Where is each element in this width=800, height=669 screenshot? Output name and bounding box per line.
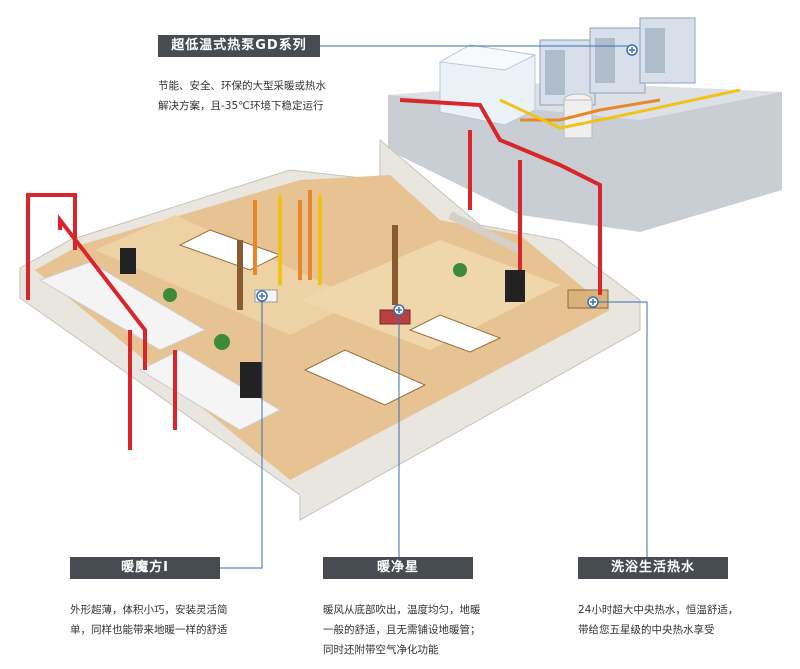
tv [240, 362, 262, 398]
top-product-title: 超低温式热泵GD系列 [158, 35, 320, 57]
hot-pipe [26, 193, 77, 300]
product-desc-3: 24小时超大中央热水，恒温舒适， 带给您五星级的中央热水享受 [578, 600, 738, 640]
callout-marker [626, 44, 638, 56]
plant [214, 334, 230, 350]
desc-line: 同时还附带空气净化功能 [323, 644, 439, 656]
pipe-yellow [499, 88, 741, 130]
hot-pipe [399, 98, 602, 295]
bathroom-left [38, 261, 207, 351]
product-desc-1: 外形超薄，体积小巧，安装灵活简 单，同样也能带来地暖一样的舒适 [70, 600, 228, 640]
tv [505, 270, 525, 302]
heat-pump-units [539, 17, 696, 106]
product-desc-2: 暖风从底部吹出，温度均匀，地暖 一般的舒适，且无需铺设地暖管； 同时还附带空气净… [323, 600, 481, 660]
plant [163, 288, 177, 302]
right-room-floor [300, 240, 560, 350]
callout-marker [256, 290, 268, 302]
partition-wall [448, 211, 522, 254]
callout-line-1 [220, 296, 263, 569]
product-title-1: 暖魔方I [70, 557, 220, 579]
desc-line: 一般的舒适，且无需铺设地暖管； [323, 624, 481, 636]
hot-pipe [58, 214, 147, 370]
product-title-3: 洗浴生活热水 [578, 557, 728, 579]
callout-marker [393, 304, 405, 316]
water-tank-top [438, 44, 537, 71]
desc-line: 外形超薄，体积小巧，安装灵活简 [70, 604, 228, 616]
desc-line: 暖风从底部吹出，温度均匀，地暖 [323, 604, 481, 616]
desc-line: 单，同样也能带来地暖一样的舒适 [70, 624, 228, 636]
desc-line: 带给您五星级的中央热水享受 [578, 624, 715, 636]
bed-right [408, 314, 502, 353]
desc-line: 节能、安全、环保的大型采暖或热水 [158, 80, 326, 92]
plant [453, 263, 467, 277]
left-room-floor [95, 215, 360, 335]
top-product-desc: 节能、安全、环保的大型采暖或热水 解决方案，且-35℃环境下稳定运行 [158, 76, 326, 116]
tv [120, 248, 136, 274]
desc-line: 24小时超大中央热水，恒温舒适， [578, 604, 739, 616]
callout-line-3 [593, 301, 648, 560]
callout-marker [587, 296, 599, 308]
product-title-2: 暖净星 [323, 557, 473, 579]
desc-line: 解决方案，且-35℃环境下稳定运行 [158, 100, 324, 112]
bed-center [303, 349, 427, 406]
